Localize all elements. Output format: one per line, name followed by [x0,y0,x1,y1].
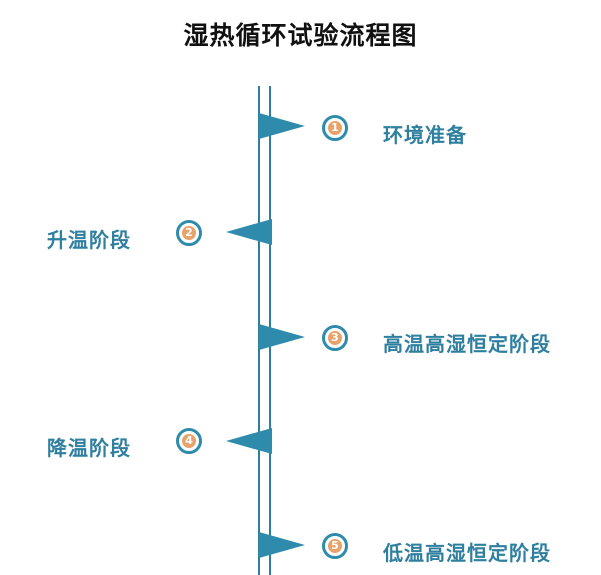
step-number-badge: 5 [322,533,348,559]
step-label: 低温高湿恒定阶段 [383,541,551,565]
flag-left-icon [226,428,272,454]
step-number-badge: 1 [322,115,348,141]
diagram-title: 湿热循环试验流程图 [183,21,418,50]
step-label: 高温高湿恒定阶段 [383,332,551,356]
step-number: 4 [182,434,196,448]
step-number: 5 [328,539,342,553]
flag-right-icon [259,532,305,558]
step-label: 升温阶段 [47,228,131,252]
timeline-line-left [258,86,260,575]
step-number: 3 [328,331,342,345]
step-number-badge: 3 [322,325,348,351]
timeline-line-right [269,86,271,575]
flag-right-icon [259,324,305,350]
step-number: 2 [182,226,196,240]
flag-right-icon [259,113,305,139]
step-number: 1 [328,121,342,135]
flag-left-icon [226,219,272,245]
step-label: 降温阶段 [47,436,131,460]
step-label: 环境准备 [383,123,467,147]
step-number-badge: 4 [176,428,202,454]
step-number-badge: 2 [176,220,202,246]
